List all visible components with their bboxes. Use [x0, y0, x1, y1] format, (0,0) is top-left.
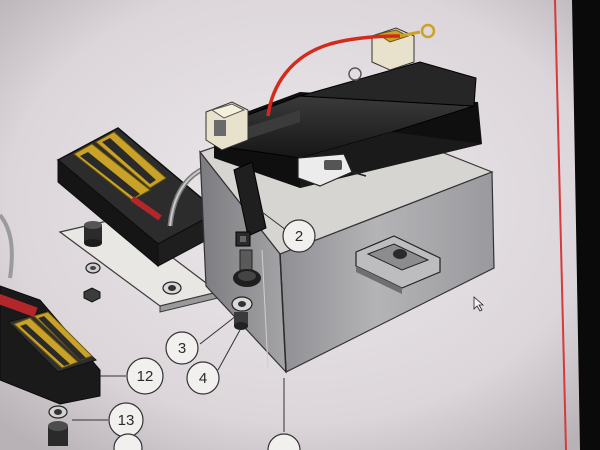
callout-partial-bottom [113, 433, 143, 450]
fastener-13 [48, 405, 68, 446]
terminal-right [371, 27, 415, 71]
svg-text:4: 4 [199, 370, 207, 387]
fuse-holder [233, 161, 267, 271]
ring-lug-icon [420, 23, 436, 39]
hardware-standoff [84, 221, 102, 247]
red-margin-line [554, 0, 567, 450]
recycle-icon [348, 67, 362, 81]
svg-text:3: 3 [178, 340, 186, 357]
svg-text:13: 13 [118, 412, 135, 429]
controller-module [56, 127, 220, 268]
ring-lug-stem [399, 30, 421, 38]
monitor-bezel [572, 0, 600, 450]
module-12 [0, 285, 101, 405]
callout-13: 13 [108, 402, 144, 438]
callout-4: 4 [186, 361, 220, 395]
connector-plug [297, 153, 367, 187]
hardware-nut [83, 262, 101, 303]
callout-3: 3 [165, 331, 199, 365]
svg-text:2: 2 [295, 228, 303, 245]
callout-partial [267, 433, 301, 450]
terminal-left [205, 101, 249, 151]
callout-2: 2 [282, 219, 316, 253]
mouse-cursor-icon [473, 296, 485, 312]
mounting-bracket [355, 235, 441, 294]
left-cable [0, 213, 14, 279]
washer-4 [231, 296, 253, 330]
callout-12: 12 [126, 357, 164, 395]
battery-lid [214, 61, 482, 188]
red-wire [266, 34, 401, 117]
svg-text:12: 12 [137, 368, 154, 385]
leader-lines [72, 211, 287, 432]
bushing-3 [233, 269, 261, 287]
pin-header [130, 196, 162, 221]
